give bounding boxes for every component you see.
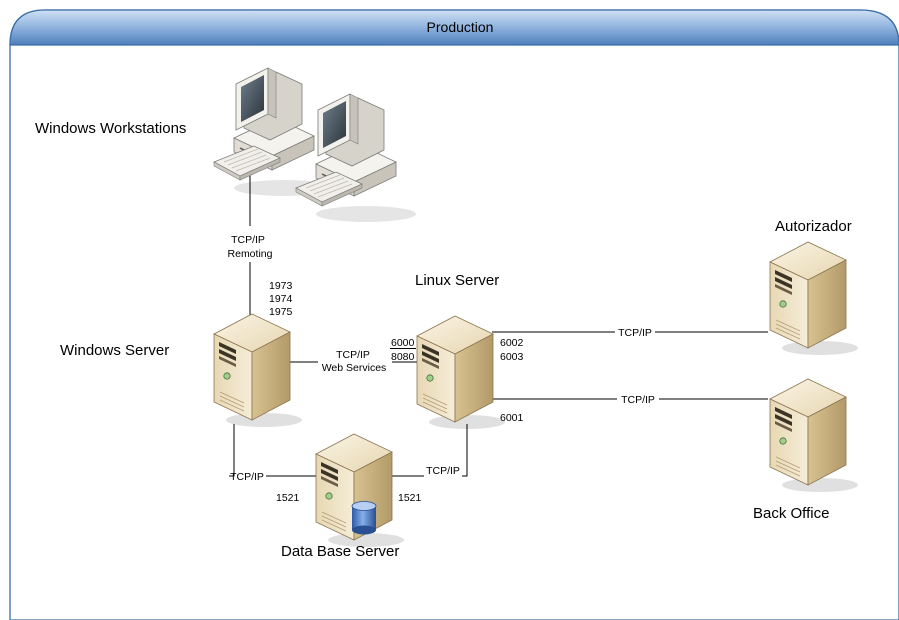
windows-server: Windows Server	[60, 313, 303, 428]
autorizador-server: Autorizador	[769, 218, 859, 356]
back-office-server: Back Office	[753, 378, 859, 522]
port-label: 1974	[269, 293, 293, 305]
database-server: Data Base Server	[281, 433, 405, 560]
production-frame: Production	[9, 9, 899, 620]
connections	[229, 150, 768, 477]
port-label: 8080	[391, 351, 415, 363]
autorizador-label: Autorizador	[775, 218, 852, 235]
windows-server-label: Windows Server	[60, 342, 169, 359]
link-protocol-label: TCP/IP	[231, 234, 265, 246]
wire-linux-db-vertical	[462, 424, 468, 477]
linux-server-label: Linux Server	[415, 272, 499, 289]
port-label: 1973	[269, 280, 293, 292]
link-labels: TCP/IP Remoting 1973 1974 1975 TCP/IP We…	[228, 234, 655, 504]
port-label: 1975	[269, 306, 293, 318]
port-label: 1521	[276, 492, 300, 504]
link-protocol-label: TCP/IP	[336, 349, 370, 361]
link-protocol-label: TCP/IP	[621, 394, 655, 406]
linux-server: Linux Server	[415, 272, 506, 430]
port-label: 6001	[500, 412, 524, 424]
link-detail-label: Remoting	[228, 248, 273, 260]
back-office-label: Back Office	[753, 505, 829, 522]
wire-win-db-vertical	[229, 424, 235, 477]
workstations-label: Windows Workstations	[35, 120, 186, 137]
windows-workstations: Windows Workstations	[35, 67, 417, 223]
database-server-label: Data Base Server	[281, 543, 399, 560]
frame-title: Production	[427, 19, 494, 35]
link-detail-label: Web Services	[322, 362, 387, 374]
port-label: 6003	[500, 351, 524, 363]
link-protocol-label: TCP/IP	[230, 471, 264, 483]
port-label: 6002	[500, 337, 524, 349]
link-protocol-label: TCP/IP	[426, 465, 460, 477]
link-protocol-label: TCP/IP	[618, 327, 652, 339]
database-icon	[351, 501, 377, 535]
port-label: 1521	[398, 492, 422, 504]
port-label: 6000	[391, 337, 415, 349]
